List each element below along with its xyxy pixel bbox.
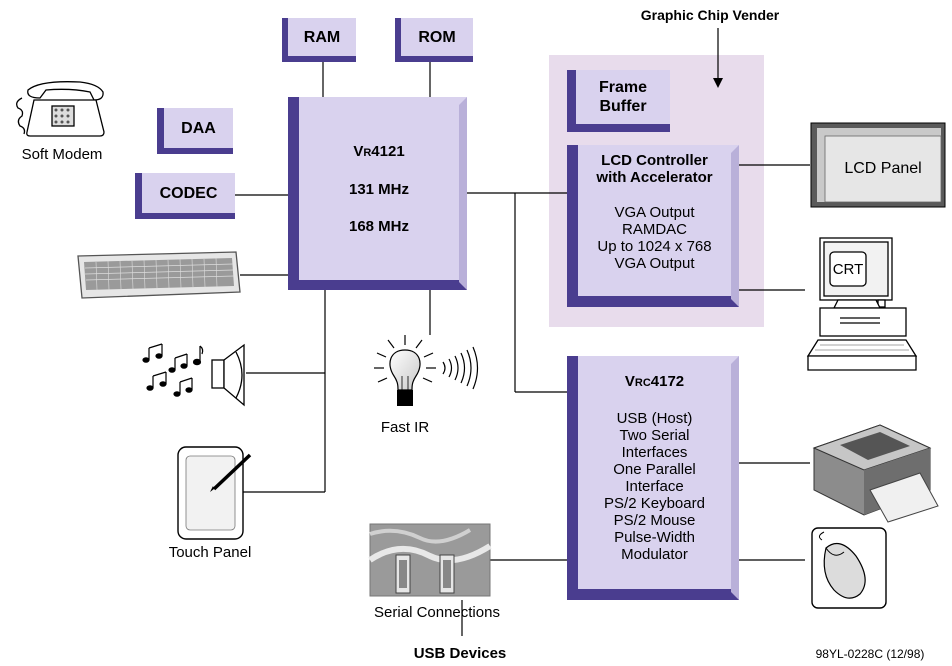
- graphic-vendor-label: Graphic Chip Vender: [640, 7, 780, 23]
- music-notes-icon: [142, 343, 204, 397]
- companion-line-1: USB (Host): [616, 410, 693, 427]
- touch-panel-icon: [177, 446, 252, 540]
- ram-block: RAM: [288, 18, 356, 56]
- keyboard-icon: [77, 251, 241, 299]
- lcd-controller-title-2: with Accelerator: [596, 169, 713, 186]
- companion-line-7: PS/2 Mouse: [613, 512, 696, 529]
- rom-label: ROM: [418, 28, 456, 46]
- telephone-icon: [16, 81, 105, 137]
- mouse-icon: [811, 527, 887, 609]
- lcd-panel-label: LCD Panel: [844, 160, 922, 177]
- document-code: 98YL-0228C (12/98): [815, 647, 925, 661]
- lcd-controller-line-3: Up to 1024 x 768: [597, 238, 712, 255]
- companion-line-3: Interfaces: [621, 444, 688, 461]
- daa-label: DAA: [181, 119, 216, 137]
- light-bulb-icon: [374, 335, 479, 406]
- companion-line-2: Two Serial: [619, 427, 690, 444]
- speaker-icon: [211, 343, 245, 407]
- codec-label: CODEC: [159, 184, 218, 202]
- serial-connections-label: Serial Connections: [374, 604, 500, 621]
- serial-cable-icon: [368, 523, 492, 597]
- lcd-controller-line-1: VGA Output: [614, 204, 695, 221]
- companion-chip-block: VRC4172 USB (Host) Two Serial Interfaces…: [578, 373, 731, 563]
- frame-buffer-block: Frame Buffer: [576, 70, 670, 124]
- rom-block: ROM: [401, 18, 473, 56]
- fast-ir-label: Fast IR: [380, 419, 430, 436]
- frame-buffer-line-2: Buffer: [599, 98, 647, 115]
- lcd-controller-block: LCD Controller with Accelerator VGA Outp…: [578, 152, 731, 272]
- printer-icon: [812, 424, 939, 523]
- vendor-arrow: [713, 28, 723, 88]
- ram-label: RAM: [303, 28, 341, 46]
- crt-monitor-icon: [806, 237, 918, 371]
- companion-line-4: One Parallel: [613, 461, 696, 478]
- lcd-panel-icon: [810, 122, 946, 208]
- companion-chip-name: VRC4172: [624, 373, 685, 390]
- cpu-name: VR4121: [353, 143, 405, 160]
- companion-line-6: PS/2 Keyboard: [604, 495, 705, 512]
- companion-line-9: Modulator: [621, 546, 688, 563]
- lcd-controller-line-4: VGA Output: [614, 255, 695, 272]
- frame-buffer-line-1: Frame: [598, 79, 648, 96]
- touch-panel-label: Touch Panel: [168, 544, 252, 561]
- connection-lines: [235, 60, 810, 636]
- lcd-controller-title-1: LCD Controller: [601, 152, 708, 169]
- daa-block: DAA: [164, 108, 233, 148]
- crt-label: CRT: [832, 261, 864, 278]
- companion-line-8: Pulse-Width: [614, 529, 695, 546]
- companion-line-5: Interface: [625, 478, 684, 495]
- cpu-freq-1: 131 MHz: [348, 181, 410, 198]
- codec-block: CODEC: [142, 173, 235, 213]
- cpu-freq-2: 168 MHz: [348, 218, 410, 235]
- cpu-block: VR4121 131 MHz 168 MHz: [299, 142, 459, 237]
- soft-modem-label: Soft Modem: [21, 146, 103, 163]
- lcd-controller-line-2: RAMDAC: [621, 221, 687, 238]
- box-bevels: [135, 18, 739, 600]
- usb-devices-label: USB Devices: [413, 645, 507, 662]
